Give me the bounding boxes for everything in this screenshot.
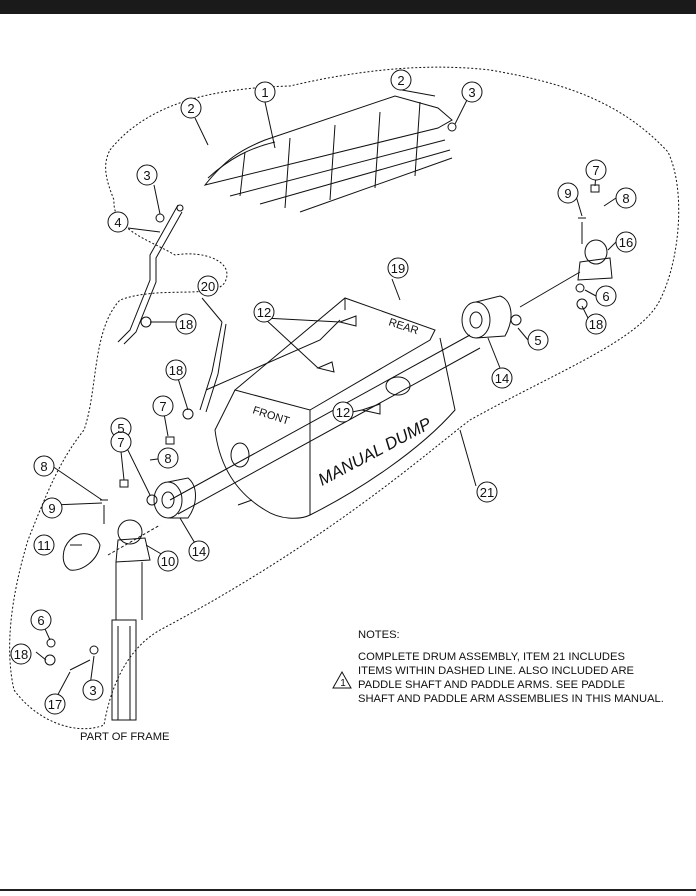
cover-grate [203,95,453,213]
bracket-front [115,519,151,563]
leader-lines [35,89,617,701]
bracket-rear [577,239,613,281]
footer-rule [0,889,696,891]
bolts [237,315,381,506]
callout: 10 [161,554,175,569]
callout: 3 [143,168,150,183]
callout: 12 [336,405,350,420]
callout: 20 [201,279,215,294]
callout: 7 [117,435,124,450]
callout: 11 [37,538,51,553]
rear-label: REAR [387,316,420,337]
notes-body: COMPLETE DRUM ASSEMBLY, ITEM 21 INCLUDES… [358,651,664,705]
callout: 21 [480,485,494,500]
front-label: FRONT [251,404,291,427]
notes-title: NOTES: [358,629,400,641]
callout: 3 [468,85,475,100]
header-bar [0,0,696,14]
warning-number: 1 [340,678,346,689]
bearing-front [153,477,196,519]
callout: 14 [192,544,206,559]
warning-triangle-icon: 1 [332,670,352,689]
bearing-rear [461,295,512,339]
callout: 7 [592,163,599,178]
callout: 18 [169,363,183,378]
drum-body [214,297,456,519]
callout: 7 [159,399,166,414]
callout: 6 [37,613,44,628]
callout-numbers: 1 2 2 3 3 3 4 5 5 6 6 7 7 7 8 8 8 9 9 10… [14,73,633,712]
frame-post [111,562,143,721]
callout: 18 [589,317,603,332]
callout: 4 [114,215,121,230]
callout: 2 [397,73,404,88]
callout: 8 [40,459,47,474]
callout: 8 [622,191,629,206]
paddle-shaft [169,334,481,515]
hub-cap [62,533,101,571]
callout: 18 [179,317,193,332]
callout: 18 [14,647,28,662]
callout: 12 [257,305,271,320]
callout: 6 [602,289,609,304]
callout: 16 [619,235,633,250]
part-of-frame-label: PART OF FRAME [80,731,170,743]
callout: 5 [534,333,541,348]
callout: 3 [89,683,96,698]
callout: 5 [117,421,124,436]
arm-left [117,204,183,345]
callout: 2 [187,101,194,116]
manual-dump-label: MANUAL DUMP [315,414,435,490]
callout: 17 [48,697,62,712]
callout: 1 [261,85,268,100]
callout: 14 [495,371,509,386]
callout: 9 [48,501,55,516]
callout: 19 [391,261,405,276]
callout: 8 [164,451,171,466]
notes-section: NOTES: COMPLETE DRUM ASSEMBLY, ITEM 21 I… [358,628,694,706]
paddle-arm [199,321,227,413]
callout: 9 [564,186,571,201]
